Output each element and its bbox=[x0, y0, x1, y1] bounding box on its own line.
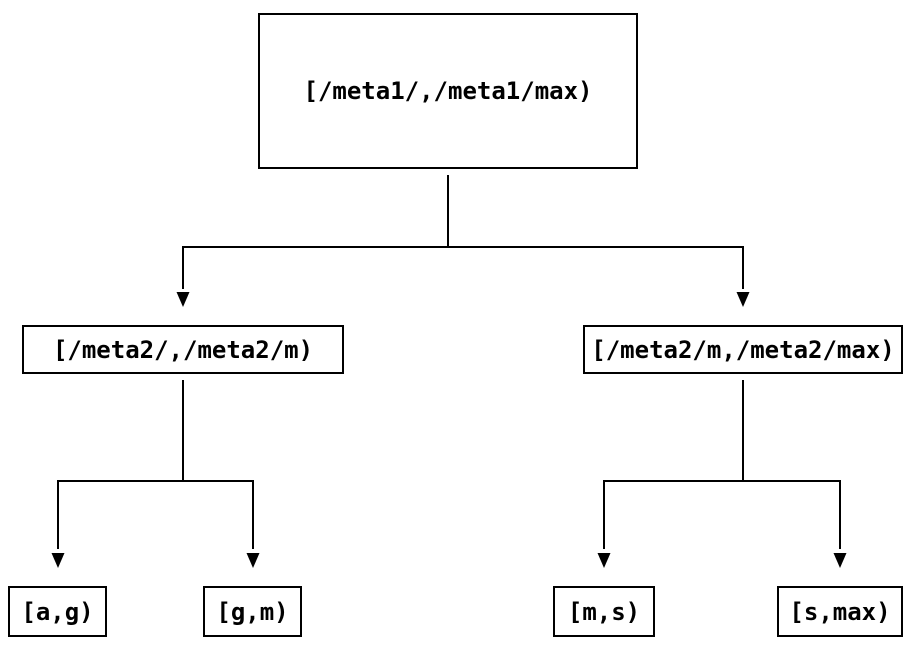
node-leaf-m-s: [m,s) bbox=[553, 586, 655, 637]
node-root-interval: [/meta1/,/meta1/max) bbox=[258, 13, 638, 169]
node-leaf-g-m: [g,m) bbox=[203, 586, 302, 637]
arrowhead-leaf-ms bbox=[597, 553, 611, 568]
arrowhead-right-subtree bbox=[736, 292, 750, 307]
arrowhead-leaf-gm bbox=[246, 553, 260, 568]
arrowhead-leaf-ag bbox=[51, 553, 65, 568]
node-leaf-s-max: [s,max) bbox=[777, 586, 903, 637]
arrowhead-left-subtree bbox=[176, 292, 190, 307]
node-meta2-upper-interval: [/meta2/m,/meta2/max) bbox=[583, 325, 903, 374]
node-leaf-a-g: [a,g) bbox=[8, 586, 107, 637]
arrowhead-leaf-smax bbox=[833, 553, 847, 568]
node-meta2-lower-interval: [/meta2/,/meta2/m) bbox=[22, 325, 344, 374]
